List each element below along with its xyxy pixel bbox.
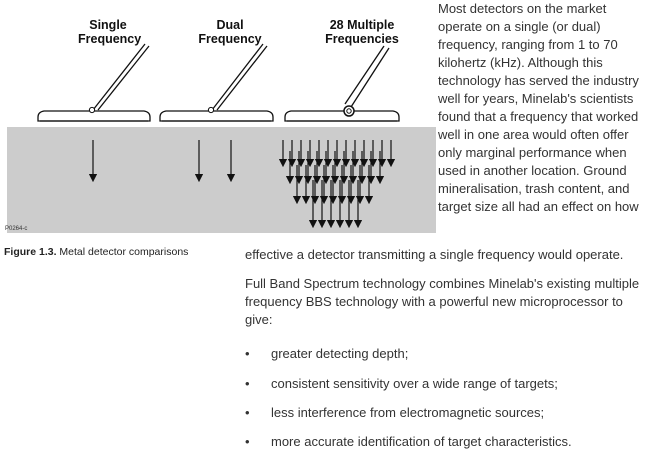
signal-arrows (88, 140, 396, 229)
figure-id: P0264-c (5, 226, 28, 232)
ground-block (7, 127, 436, 233)
intro-paragraph: Most detectors on the market operate on … (438, 1, 639, 214)
caption-number: Figure 1.3. (4, 246, 57, 258)
intro-paragraph-tail: effective a detector transmitting a sing… (245, 247, 624, 262)
caption-text: Metal detector comparisons (56, 246, 189, 258)
dual-frequency-detector (159, 43, 274, 122)
bullet-dot: • (245, 434, 250, 449)
single-frequency-detector (37, 43, 151, 122)
bullet-dot: • (245, 346, 250, 361)
bullet-dot: • (245, 376, 250, 391)
bullet-dot: • (245, 405, 250, 420)
figure-caption: Figure 1.3. Metal detector comparisons (4, 246, 188, 258)
multiple-frequency-detector (284, 45, 400, 122)
detector-comparison-diagram (7, 43, 436, 233)
fbs-paragraph: Full Band Spectrum technology combines M… (245, 276, 640, 327)
